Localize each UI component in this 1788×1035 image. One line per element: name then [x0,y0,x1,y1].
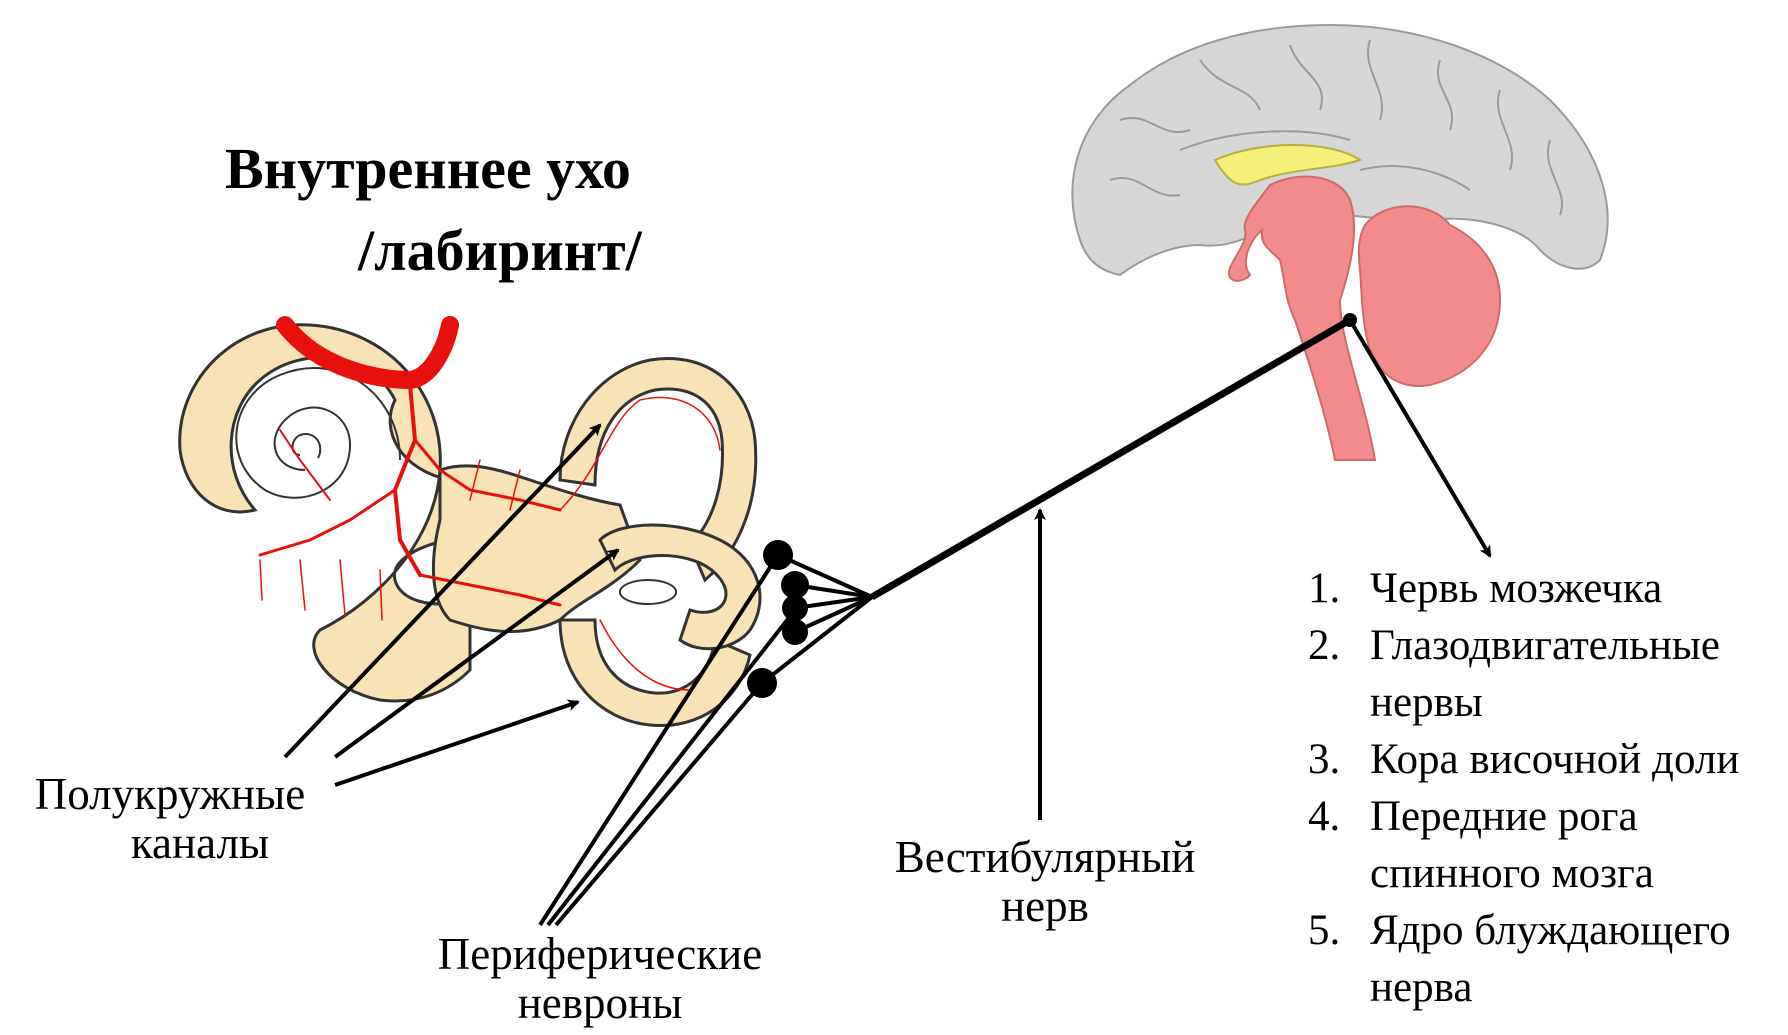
label-nerve-line1: Вестибулярный [865,833,1225,882]
label-canals-line1: Полукружные [10,770,330,819]
answer-options-list: 1. Червь мозжечка 2. Глазодвигательные н… [1300,560,1788,1016]
answer-option-number: 1. [1308,560,1340,617]
title-line2: /лабиринт/ [358,222,642,280]
label-vestibular-nerve: Вестибулярный нерв [865,833,1225,930]
answer-option: 2. Глазодвигательные нервы [1300,617,1788,731]
cerebellum [1359,206,1500,386]
answer-option-text: Кора височной доли [1370,731,1739,788]
label-neurons-line1: Периферические [390,930,810,979]
answer-option-number: 3. [1308,731,1340,788]
labyrinth-illustration [180,325,872,726]
answer-option-text: Передние рога спинного мозга [1370,788,1788,902]
title-line1: Внутреннее ухо [225,140,631,198]
answer-option-text: Глазодвигательные нервы [1370,617,1788,731]
label-canals-line2: каналы [10,819,330,868]
label-neurons-line2: невроны [390,979,810,1028]
arrow-canals-3 [335,702,578,785]
label-peripheral-neurons: Периферические невроны [390,930,810,1027]
lateral-canal-opening [620,580,676,604]
vestibular-nerve-line [872,320,1350,597]
answer-option: 4. Передние рога спинного мозга [1300,788,1788,902]
answer-option-number: 4. [1308,788,1340,845]
answer-option: 5. Ядро блуждающего нерва [1300,902,1788,1016]
answer-option: 3. Кора височной доли [1300,731,1788,788]
neuron-fan-lines [762,555,872,683]
cochlea-spiral-inner [236,368,400,498]
label-semicircular-canals: Полукружные каналы [10,770,330,867]
answer-option-number: 2. [1308,617,1340,674]
brain-illustration [1072,25,1607,460]
label-nerve-line2: нерв [865,882,1225,931]
answer-option-text: Червь мозжечка [1370,560,1662,617]
answer-option-text: Ядро блуждающего нерва [1370,902,1788,1016]
answer-option: 1. Червь мозжечка [1300,560,1788,617]
answer-option-number: 5. [1308,902,1340,959]
neuron-pointer-1 [540,555,778,925]
